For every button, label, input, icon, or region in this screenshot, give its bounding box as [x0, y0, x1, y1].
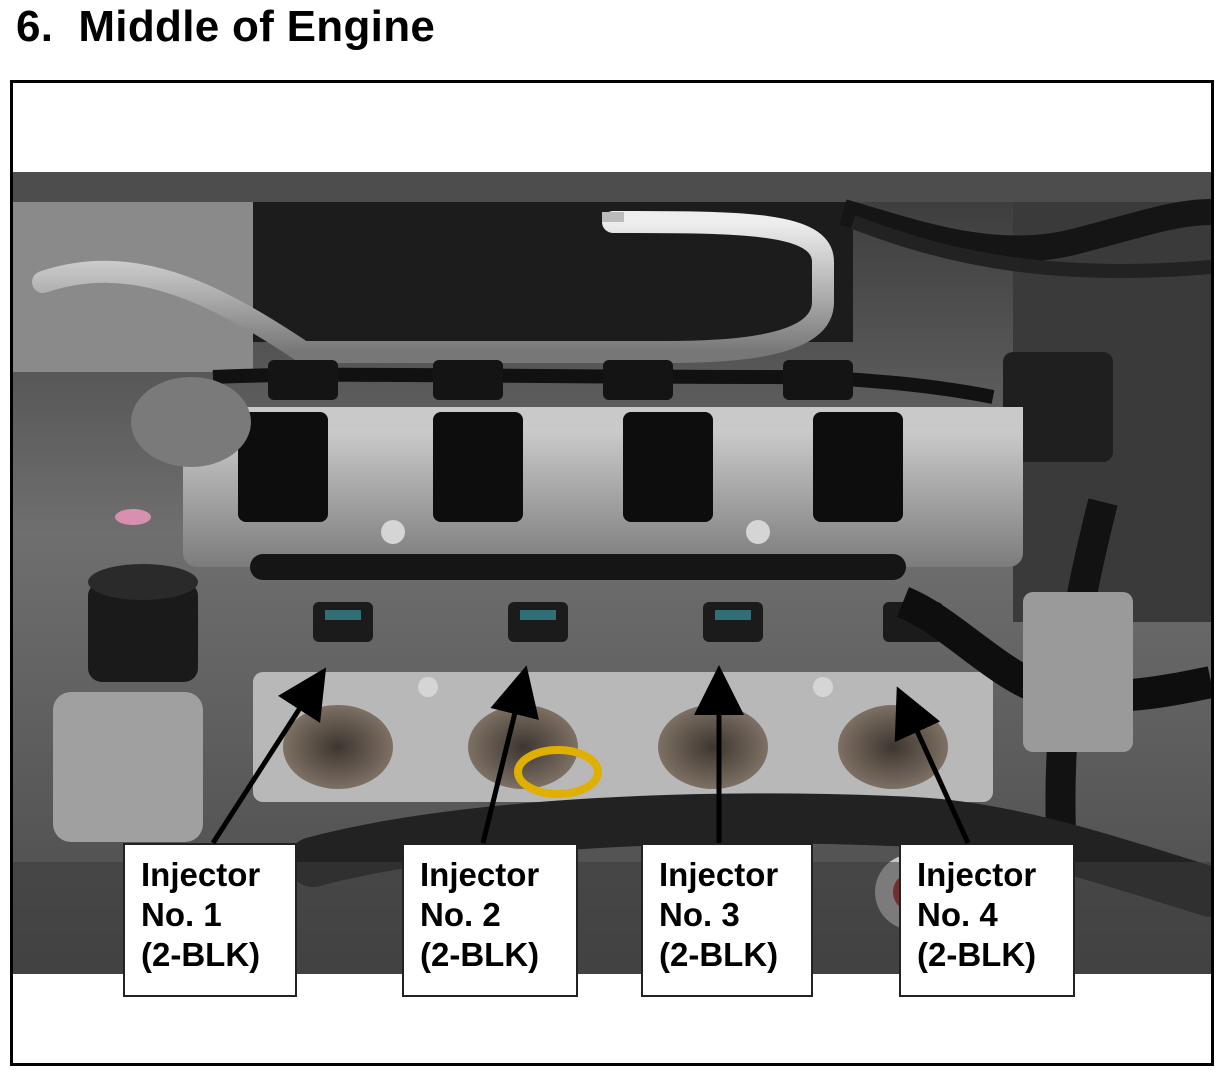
- callout-injector-2-line3: (2-BLK): [420, 936, 540, 973]
- radiator-hose: [288, 793, 1211, 917]
- section-title: Middle of Engine: [78, 2, 436, 51]
- callout-injector-2: Injector No. 2 (2-BLK): [402, 843, 578, 997]
- hood-edge: [13, 172, 1211, 202]
- ac-pipe: [32, 211, 834, 363]
- right-pump: [1023, 592, 1133, 752]
- egr-cap: [131, 377, 251, 467]
- ignition-coils: [238, 412, 903, 522]
- intake-flange: [253, 672, 993, 802]
- figure-frame: Injector No. 1 (2-BLK) Injector No. 2 (2…: [10, 80, 1214, 1066]
- callout-injector-3-line2: No. 3: [659, 896, 740, 933]
- section-number: 6.: [16, 2, 54, 51]
- callout-injector-4-line1: Injector: [917, 856, 1037, 893]
- egr-valve: [88, 582, 198, 682]
- callout-injector-3-line3: (2-BLK): [659, 936, 779, 973]
- upper-hose: [839, 199, 1211, 262]
- callout-injector-4-line3: (2-BLK): [917, 936, 1037, 973]
- callout-injector-1: Injector No. 1 (2-BLK): [123, 843, 297, 997]
- page-title: 6. Middle of Engine: [16, 2, 435, 52]
- left-bracket: [53, 692, 203, 842]
- relay-box: [1003, 352, 1113, 462]
- callout-injector-1-line3: (2-BLK): [141, 936, 261, 973]
- callout-injector-3: Injector No. 3 (2-BLK): [641, 843, 813, 997]
- callout-injector-2-line2: No. 2: [420, 896, 501, 933]
- callout-injector-1-line1: Injector: [141, 856, 261, 893]
- callout-injector-2-line1: Injector: [420, 856, 540, 893]
- firewall: [233, 182, 853, 342]
- callout-injector-4: Injector No. 4 (2-BLK): [899, 843, 1075, 997]
- callout-injector-4-line2: No. 4: [917, 896, 998, 933]
- callout-injector-3-line1: Injector: [659, 856, 779, 893]
- callout-injector-1-line2: No. 1: [141, 896, 222, 933]
